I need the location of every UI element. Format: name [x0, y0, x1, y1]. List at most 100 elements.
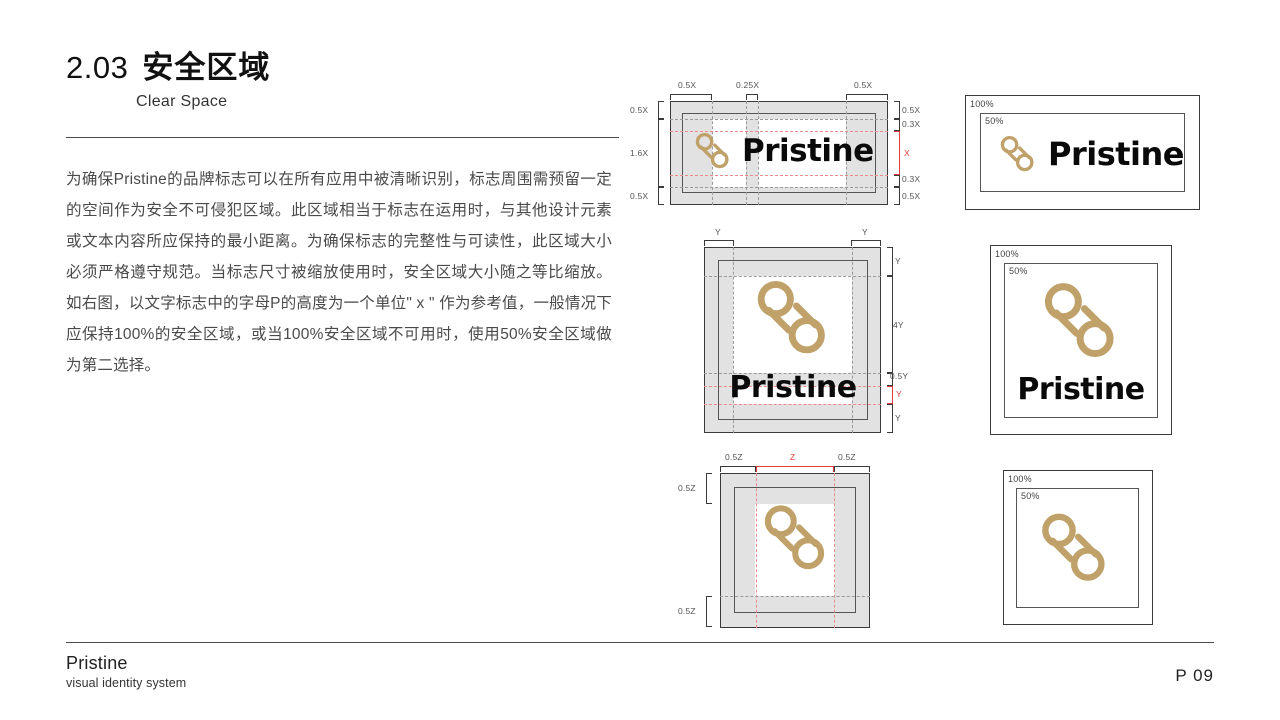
clearspace-band-bottom	[671, 187, 887, 204]
bracket-left-1	[706, 596, 712, 627]
example-inner-50	[1016, 488, 1139, 608]
label-left-0: 0.5X	[630, 105, 649, 115]
pristine-symbol-icon	[1000, 135, 1034, 172]
bracket-left-2	[658, 187, 664, 205]
bracket-right-4	[894, 187, 900, 205]
example-label-50: 50%	[985, 116, 1004, 126]
left-content-column: 2.03 安全区域 Clear Space 为确保Pristine的品牌标志可以…	[66, 52, 619, 381]
diagram-panel: 0.5X 0.25X 0.5X	[630, 80, 1220, 640]
guide-h-2	[704, 373, 881, 374]
bracket-top-right	[846, 94, 888, 100]
label-right-2: 0.5Y	[890, 371, 909, 381]
bracket-right-0	[887, 247, 893, 276]
label-right-4: Y	[895, 413, 901, 423]
cap-height-guide-bottom	[670, 175, 888, 176]
pristine-symbol-icon	[764, 505, 825, 570]
cap-height-guide-top	[704, 386, 881, 387]
guide-v-3	[758, 101, 759, 205]
pristine-symbol-icon	[695, 132, 729, 169]
label-top-z: Z	[790, 452, 796, 462]
guide-v-2	[746, 101, 747, 205]
bracket-right-3	[894, 175, 900, 187]
guide-h-2	[670, 187, 888, 188]
label-top-1: 0.25X	[736, 80, 760, 90]
clearspace-band-left	[705, 248, 733, 432]
label-left-1: 0.5Z	[678, 606, 696, 616]
label-top-2: 0.5Z	[838, 452, 856, 462]
bracket-left-0	[706, 473, 712, 504]
example-inner-50	[1004, 263, 1158, 418]
logo-boundary	[734, 487, 856, 613]
guide-v-1	[712, 101, 713, 205]
logo-lockup-horizontal: Pristine	[692, 130, 874, 172]
guide-v-z-right	[834, 473, 835, 628]
wordmark-text: Pristine	[742, 132, 874, 169]
example-outer-100	[965, 95, 1200, 210]
horizontal-lockup-clearspace-diagram: 0.5X 0.25X 0.5X	[630, 80, 920, 225]
footer-brand-block: Pristine visual identity system	[66, 652, 186, 691]
bracket-top-left	[670, 94, 712, 100]
bracket-right-2	[887, 373, 893, 386]
page-title: 2.03 安全区域	[66, 52, 619, 83]
guide-v-2	[852, 247, 853, 433]
logo-lockup-vertical: Pristine	[728, 275, 858, 403]
guide-h-1	[720, 596, 870, 597]
label-right-1: 4Y	[893, 320, 904, 330]
cap-height-guide-top	[670, 131, 888, 132]
label-right-x: X	[904, 148, 910, 158]
bracket-top-mid	[746, 94, 758, 100]
bracket-left-0	[658, 101, 664, 119]
bracket-right-0	[894, 101, 900, 119]
cap-height-guide-bottom	[704, 404, 881, 405]
logo-lockup-horizontal-example: Pristine	[997, 133, 1185, 175]
guide-v-z-left	[756, 473, 757, 628]
clearspace-band-right	[852, 248, 880, 432]
wordmark-text: Pristine	[1017, 372, 1145, 407]
label-right-3: 0.3X	[902, 174, 921, 184]
label-right-0: 0.5X	[902, 105, 921, 115]
label-right-1: 0.3X	[902, 119, 921, 129]
example-label-50: 50%	[1009, 266, 1028, 276]
example-label-50: 50%	[1021, 491, 1040, 501]
clearspace-band-top	[671, 102, 887, 119]
bracket-top-left	[704, 240, 734, 246]
guide-h-1	[704, 276, 881, 277]
bracket-top-z	[756, 466, 834, 472]
wordmark-text: Pristine	[729, 370, 857, 405]
symbol-only-example-diagram: 100% 50%	[1003, 470, 1153, 625]
label-right-0: Y	[895, 256, 901, 266]
bracket-right-y	[887, 386, 893, 404]
pristine-symbol-icon	[1042, 513, 1105, 581]
label-top-0: Y	[715, 227, 721, 237]
page-number: P 09	[1175, 666, 1214, 685]
footer-brand: Pristine	[66, 653, 128, 673]
body-paragraph: 为确保Pristine的品牌标志可以在所有应用中被清晰识别，标志周围需预留一定的…	[66, 171, 612, 374]
vertical-lockup-clearspace-diagram: Y Y	[640, 225, 909, 445]
clearspace-band-top	[705, 248, 880, 276]
wordmark-text: Pristine	[1048, 135, 1185, 173]
example-label-100: 100%	[1008, 474, 1032, 484]
vertical-lockup-example-diagram: 100% 50% Pristine	[990, 245, 1172, 435]
pristine-symbol-icon	[1044, 283, 1114, 358]
logo-boundary	[682, 113, 876, 193]
footer-divider	[66, 642, 1214, 643]
section-title-en: Clear Space	[136, 93, 228, 110]
guide-h-1	[670, 119, 888, 120]
bracket-right-x	[894, 131, 900, 175]
bracket-left-1	[658, 119, 664, 187]
example-inner-50	[980, 113, 1185, 192]
label-right-4: 0.5X	[902, 191, 921, 201]
guide-v-1	[733, 247, 734, 433]
logo-boundary	[718, 260, 868, 420]
label-left-1: 1.6X	[630, 148, 649, 158]
pristine-symbol-icon	[757, 281, 825, 354]
label-top-0: 0.5X	[678, 80, 697, 90]
label-left-0: 0.5Z	[678, 483, 696, 493]
clearspace-band-bottom	[705, 404, 880, 432]
bracket-top-right	[834, 466, 870, 472]
horizontal-lockup-example-diagram: 100% 50% Pristine	[965, 95, 1200, 210]
clearspace-band-mid	[746, 102, 758, 204]
guide-v-4	[846, 101, 847, 205]
example-label-100: 100%	[970, 99, 994, 109]
